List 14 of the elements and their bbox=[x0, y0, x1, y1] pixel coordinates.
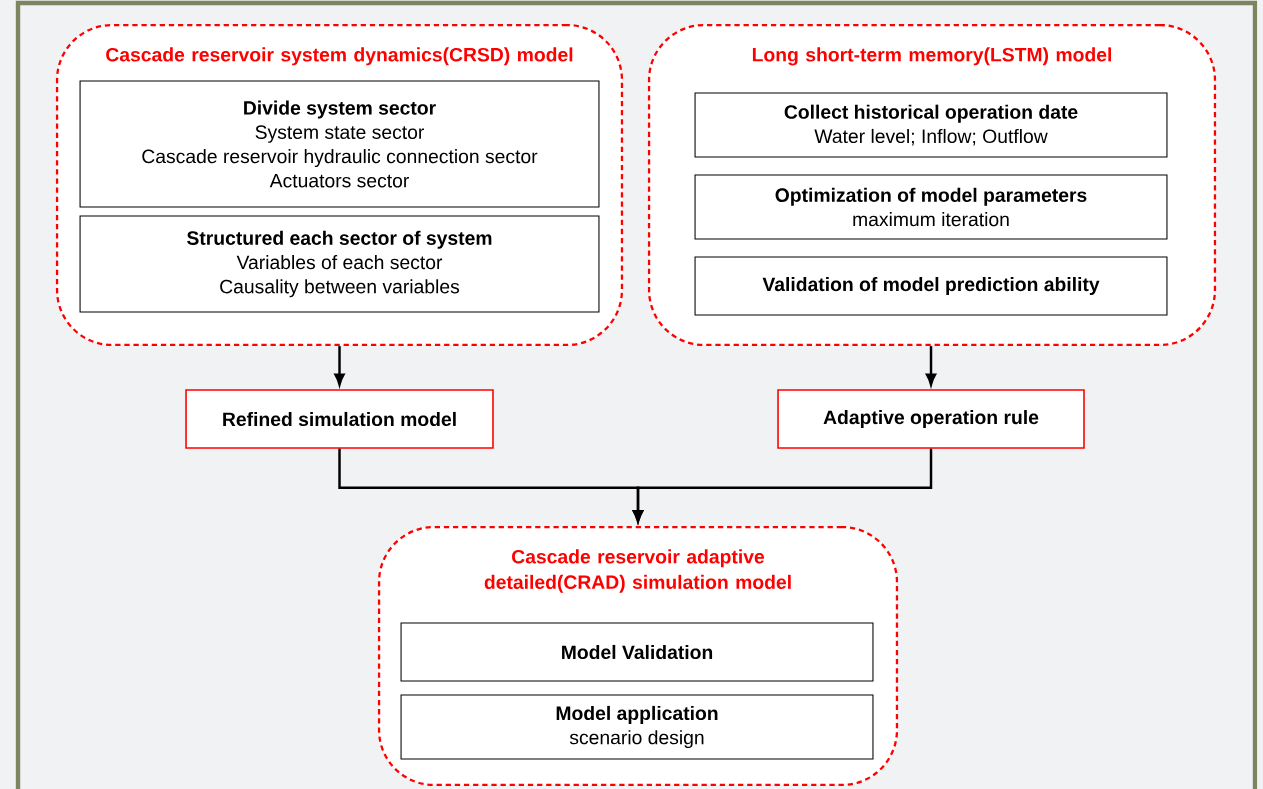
arrow bbox=[632, 448, 933, 523]
process-box: Validation of model prediction ability bbox=[694, 256, 1168, 316]
group-heading: Cascade reservoir adaptive detailed(CRAD) simulation model bbox=[484, 549, 791, 593]
process-box: Model Validation bbox=[400, 622, 874, 682]
process-box: Model application scenario design bbox=[400, 694, 874, 760]
process-box: Structured each sector of system Variables of each sector Causality between variables bbox=[79, 215, 600, 313]
result-box: Refined simulation model bbox=[185, 389, 494, 449]
process-box: Divide system sector System state sector Cascade reservoir hydraulic connection sector Actuators sector bbox=[79, 80, 600, 208]
process-box: Optimization of model parameters maximum iteration bbox=[694, 174, 1168, 240]
arrow bbox=[925, 346, 937, 386]
result-box: Adaptive operation rule bbox=[777, 389, 1085, 449]
group-heading: Cascade reservoir system dynamics(CRSD) model bbox=[106, 47, 573, 66]
process-box: Collect historical operation date Water level; Inflow; Outflow bbox=[694, 92, 1168, 158]
group-heading: Long short-term memory(LSTM) model bbox=[752, 47, 1111, 66]
